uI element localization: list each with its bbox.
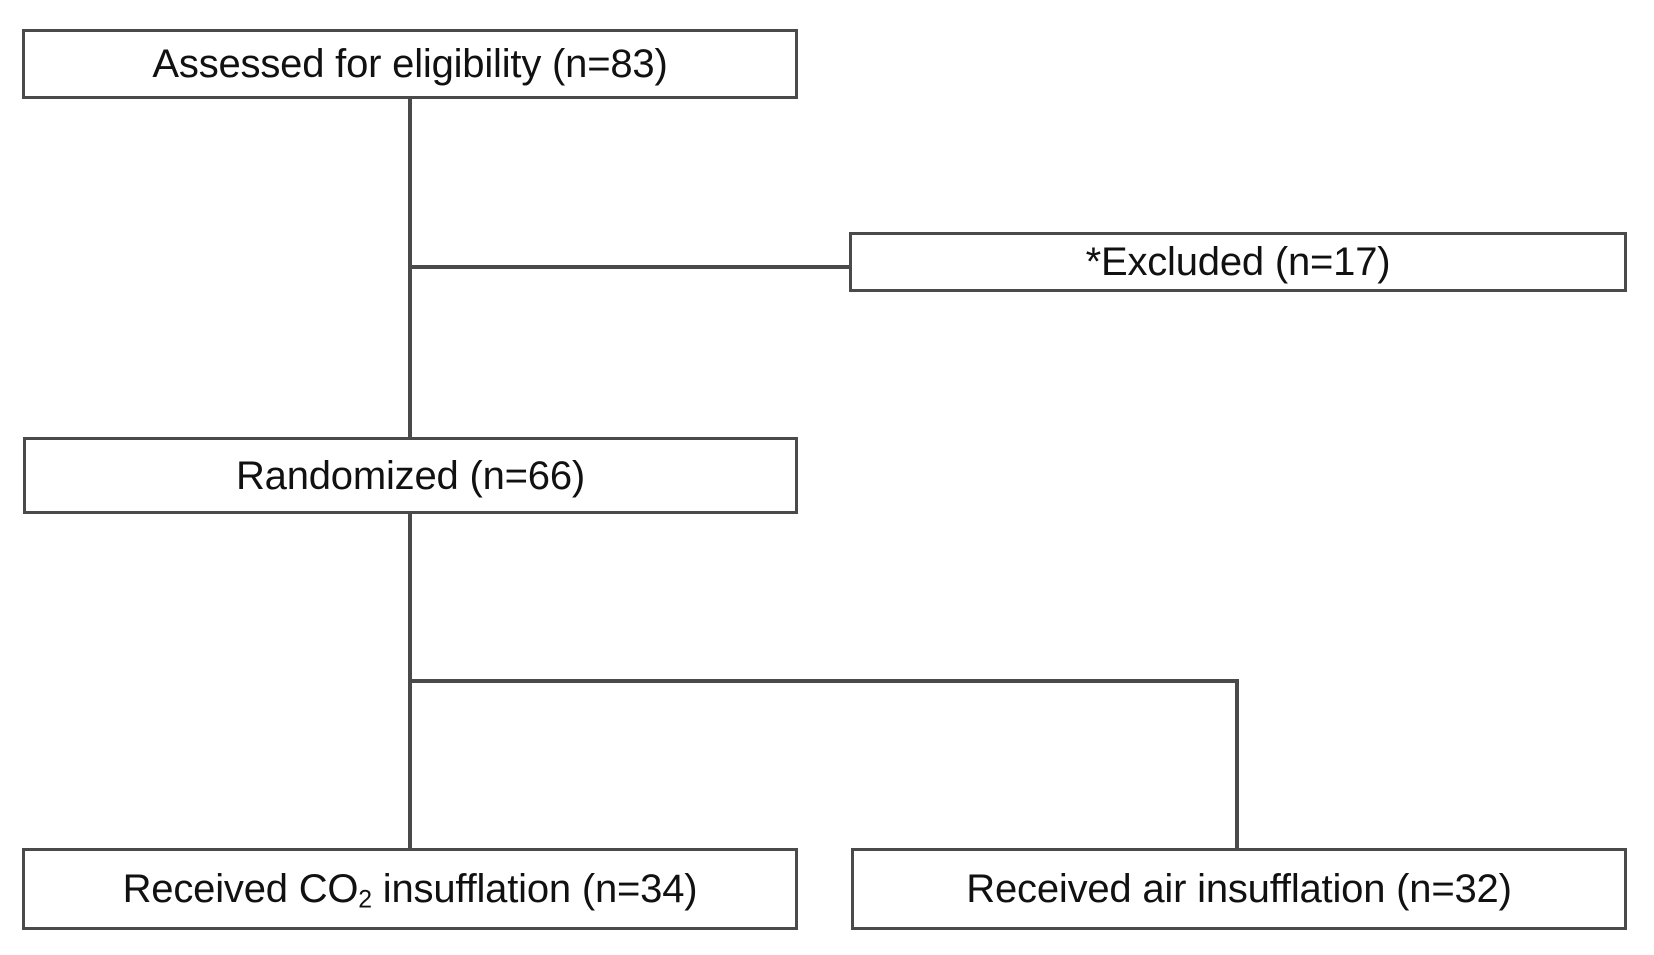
node-co2-label-subscript: 2 <box>358 886 372 914</box>
node-randomized: Randomized (n=66) <box>23 437 798 514</box>
node-excluded-label: *Excluded (n=17) <box>1085 240 1391 284</box>
node-randomized-label: Randomized (n=66) <box>235 453 586 498</box>
node-received-co2-insufflation: Received CO2 insufflation (n=34) <box>22 848 798 930</box>
node-co2-label-prefix: Received CO <box>122 867 359 911</box>
node-air-label: Received air insufflation (n=32) <box>966 867 1512 911</box>
node-co2-label: Received CO2 insufflation (n=34) <box>122 867 698 914</box>
node-received-air-insufflation: Received air insufflation (n=32) <box>851 848 1627 930</box>
node-co2-label-suffix: insufflation (n=34) <box>371 867 698 911</box>
node-assessed-for-eligibility: Assessed for eligibility (n=83) <box>22 29 798 99</box>
node-excluded: *Excluded (n=17) <box>849 232 1627 292</box>
node-assessed-label: Assessed for eligibility (n=83) <box>152 42 668 86</box>
